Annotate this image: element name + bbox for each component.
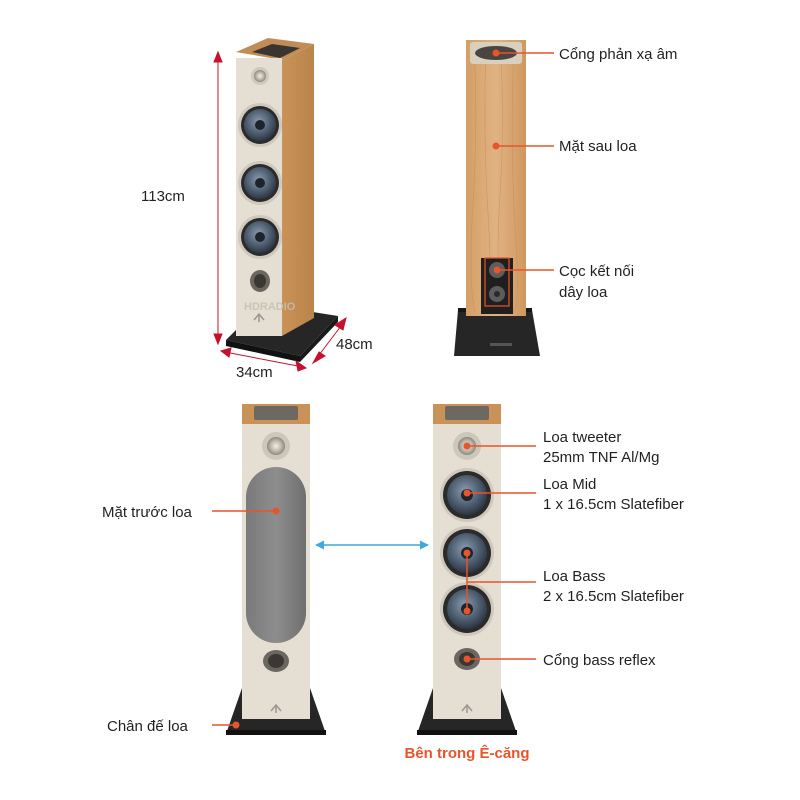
label-plinth: Chân đế loa [107, 718, 189, 735]
label-bass-1: Loa Bass [543, 568, 606, 585]
watermark: HDRADIO [244, 301, 296, 313]
height-label: 113cm [141, 188, 185, 205]
depth-label: 48cm [336, 336, 373, 353]
grille [246, 467, 306, 643]
top-port [445, 406, 489, 420]
width-label: 34cm [236, 364, 273, 381]
plinth-base [454, 310, 540, 356]
rear-callouts [492, 49, 554, 274]
top-port [252, 44, 300, 58]
brand-logo-icon [253, 312, 265, 322]
label-mid-1: Loa Mid [543, 476, 596, 493]
label-reflex: Cổng bass reflex [543, 652, 656, 669]
label-terminals-1: Cọc kết nối [559, 263, 634, 280]
woofer-icon [238, 103, 282, 147]
speaker-rear [454, 40, 540, 356]
speaker-front-3q: HDRADIO [226, 38, 338, 362]
tweeter-icon [254, 70, 266, 82]
label-bass-2: 2 x 16.5cm Slatefiber [543, 588, 684, 605]
tweeter-icon [267, 437, 285, 455]
label-tweeter-2: 25mm TNF Al/Mg [543, 449, 659, 466]
label-mid-2: 1 x 16.5cm Slatefiber [543, 496, 684, 513]
speaker-front-grille [226, 404, 326, 735]
driver-callouts [463, 442, 536, 663]
label-tweeter-1: Loa tweeter [543, 429, 621, 446]
front-callouts [212, 507, 280, 729]
top-port [254, 406, 298, 420]
label-port: Cổng phản xạ âm [559, 46, 677, 63]
woofer-icon [238, 215, 282, 259]
dimension-lines [213, 50, 347, 372]
brand-logo-icon [461, 703, 473, 713]
brand-logo-icon [270, 703, 282, 713]
cabinet-side [282, 44, 314, 336]
label-grille: Mặt trước loa [102, 504, 193, 521]
woofer-icon [238, 161, 282, 205]
label-terminals-2: dây loa [559, 284, 608, 301]
caption: Bên trong Ê-căng [404, 744, 529, 762]
label-back: Mặt sau loa [559, 138, 637, 155]
